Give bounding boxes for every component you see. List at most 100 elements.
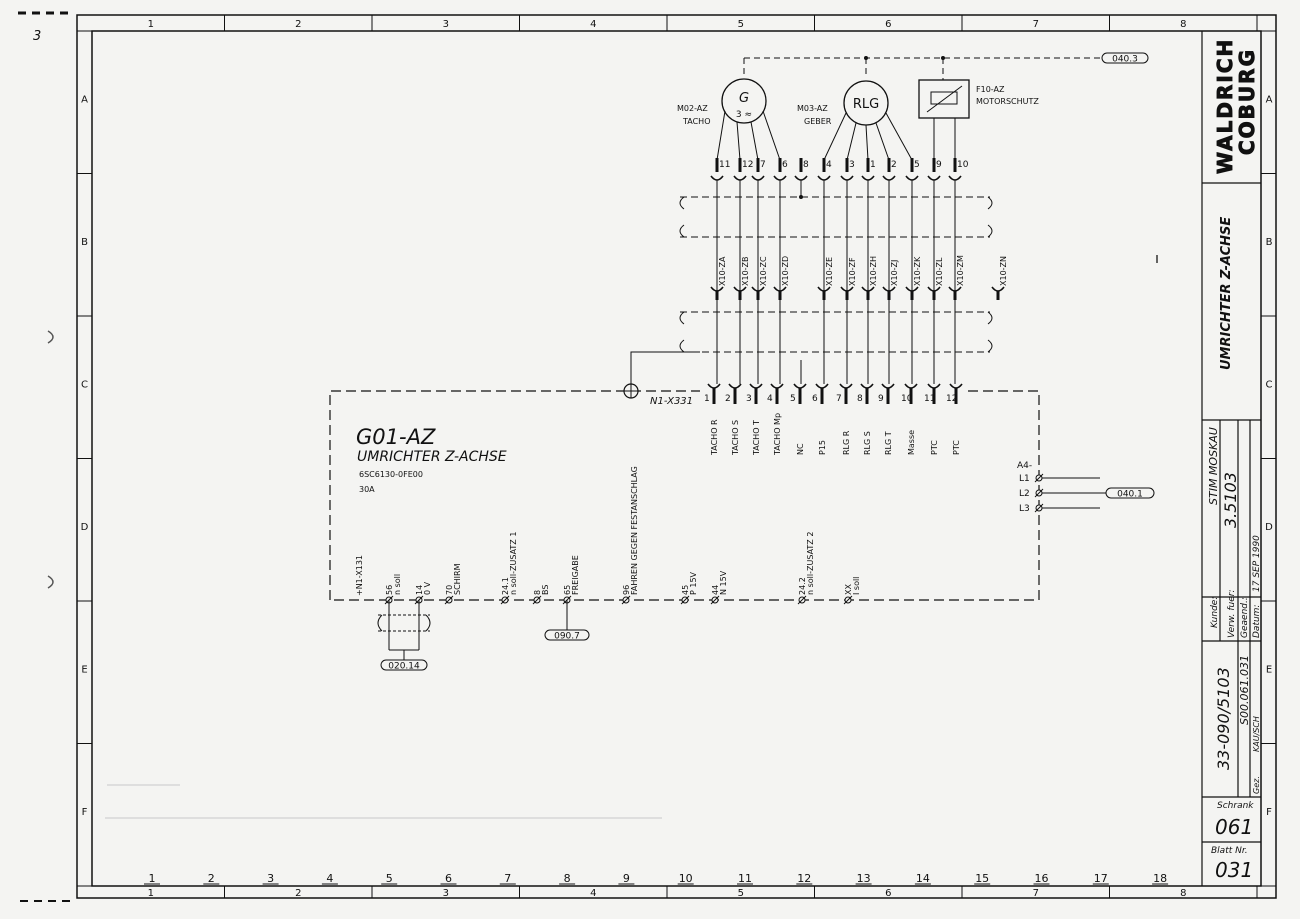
- geber-label-2: GEBER: [804, 117, 832, 126]
- converter-description: UMRICHTER Z-ACHSE: [357, 449, 507, 465]
- pin-number: 3: [746, 394, 752, 404]
- top-pin-number: 4: [826, 160, 832, 170]
- blatt-value: 031: [1215, 858, 1253, 882]
- row-label-right: C: [1266, 379, 1273, 390]
- terminal-number: 8: [533, 590, 542, 595]
- geber-label: M03-AZ: [797, 104, 828, 113]
- scan-marks: [18, 11, 70, 902]
- cable-label: X10-ZD: [781, 256, 790, 286]
- column-label-top: 3: [443, 19, 449, 30]
- path-number: 17: [1094, 872, 1108, 885]
- phase-label: L2: [1019, 489, 1030, 499]
- terminal-number: 96: [622, 585, 631, 595]
- converter-part-number: 6SC6130-0FE00: [359, 470, 423, 479]
- terminal-signal: P 15V: [689, 571, 698, 595]
- column-label-bottom: 5: [738, 888, 744, 899]
- motor-feed-dashed: [743, 57, 1100, 80]
- top-pin-number: 6: [782, 160, 788, 170]
- cable-label: X10-ZH: [869, 256, 878, 286]
- top-pin-number: 1: [870, 160, 876, 170]
- top-pin-number: 5: [914, 160, 920, 170]
- row-label-left: E: [81, 664, 87, 675]
- terminal-number: XX: [844, 584, 853, 595]
- phase-label: L1: [1019, 474, 1030, 484]
- path-number: 7: [504, 872, 511, 885]
- terminal-signal: I soll: [852, 577, 861, 595]
- svg-text:040.3: 040.3: [1112, 55, 1138, 65]
- tacho-generator: G 3 ≈: [716, 78, 781, 161]
- top-pin-number: 9: [936, 160, 942, 170]
- page-number-mark: 3: [33, 29, 41, 44]
- top-pin-number: 2: [891, 160, 897, 170]
- path-number: 12: [797, 872, 811, 885]
- converter-box: [329, 390, 1040, 601]
- path-number: 11: [738, 872, 752, 885]
- terminal-signal: SCHIRM: [453, 563, 462, 595]
- kunde-label: Kunde:: [1210, 597, 1220, 628]
- row-label-right: D: [1265, 522, 1273, 533]
- column-label-bottom: 7: [1033, 888, 1039, 899]
- terminal-number: 14: [415, 585, 424, 595]
- cable-label: X10-ZL: [935, 257, 944, 286]
- top-pin-number: 8: [803, 160, 809, 170]
- terminal-number: 44: [711, 585, 720, 595]
- pin-number: 4: [767, 394, 773, 404]
- ref-box-power: 040.1: [1105, 487, 1155, 500]
- drawing-number: 33-090/5103: [1214, 667, 1233, 770]
- row-label-right: E: [1266, 664, 1272, 675]
- verw-label: Verw. fuer:: [1227, 589, 1237, 638]
- column-label-bottom: 2: [295, 888, 301, 899]
- terminal-signal: 0 V: [423, 581, 432, 595]
- path-number: 6: [445, 872, 452, 885]
- cable-label: X10-ZN: [999, 256, 1008, 286]
- path-number: 5: [386, 872, 393, 885]
- path-number: 4: [326, 872, 333, 885]
- phase-label: L3: [1019, 504, 1030, 514]
- svg-text:3 ≈: 3 ≈: [736, 110, 752, 120]
- connector-label: N1-X331: [650, 396, 693, 407]
- sheet-title: UMRICHTER Z-ACHSE: [1219, 217, 1234, 370]
- punch-hole-mark: [47, 575, 54, 589]
- column-label-top: 7: [1033, 19, 1039, 30]
- title-block: [1201, 31, 1261, 886]
- gez-value: KAU/SCH: [1252, 716, 1261, 752]
- column-label-bottom: 4: [590, 888, 596, 899]
- shield-ground: [623, 351, 700, 399]
- path-number: 2: [208, 872, 215, 885]
- power-header: A4-: [1017, 461, 1032, 471]
- pin-signal: TACHO R: [710, 419, 719, 456]
- ref-box-left: 020.14: [380, 659, 428, 672]
- ref-box-top: 040.3: [1101, 52, 1149, 65]
- top-pin-number: 7: [760, 160, 766, 170]
- row-label-left: F: [82, 807, 88, 818]
- pin-signal: RLG R: [842, 430, 851, 455]
- schrank-label: Schrank: [1217, 801, 1254, 811]
- converter-name: G01-AZ: [356, 425, 436, 449]
- terminal-signal: n soll: [393, 574, 402, 595]
- row-label-right: A: [1266, 94, 1273, 105]
- pin-signal: TACHO S: [731, 420, 740, 456]
- pin-signal: TACHO T: [752, 420, 761, 456]
- pin-number: 12: [946, 394, 957, 404]
- blatt-label: Blatt Nr.: [1211, 846, 1248, 856]
- cable-label: X10-ZA: [718, 256, 727, 286]
- cable-label: X10-ZC: [759, 256, 768, 286]
- column-ticks: [76, 15, 1258, 898]
- pin-signal: P15: [818, 440, 827, 455]
- column-label-top: 8: [1180, 19, 1186, 30]
- svg-text:090.7: 090.7: [554, 632, 580, 642]
- row-label-left: A: [81, 94, 88, 105]
- path-number: 10: [679, 872, 693, 885]
- pin-number: 8: [857, 394, 863, 404]
- terminal-signal: BS: [541, 585, 550, 595]
- tacho-label-2: TACHO: [682, 117, 711, 126]
- verw-value: 3.5103: [1221, 472, 1240, 528]
- pin-signal: NC: [796, 443, 805, 455]
- column-label-bottom: 1: [148, 888, 154, 899]
- column-label-top: 1: [148, 19, 154, 30]
- column-label-top: 6: [885, 19, 891, 30]
- path-number: 13: [857, 872, 871, 885]
